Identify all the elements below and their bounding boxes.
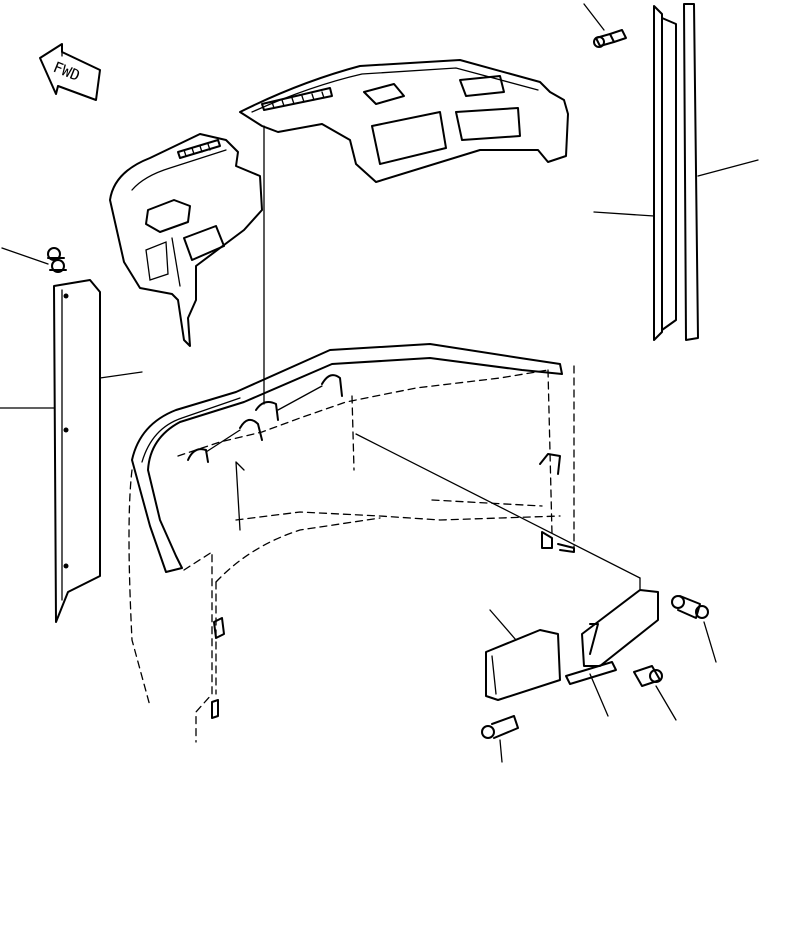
bolt-bottom <box>481 715 519 763</box>
left-upper-cover <box>109 133 263 347</box>
fwd-arrow: FWD <box>39 43 101 101</box>
right-bracket <box>581 577 659 667</box>
pin-rod <box>565 661 617 717</box>
right-upper-cover <box>239 59 569 183</box>
guide-line-diagonal <box>355 433 641 579</box>
top-bolt <box>583 3 627 48</box>
right-seal-strips <box>593 3 759 341</box>
cab-frame <box>128 343 575 743</box>
bolt-right-top <box>671 595 717 663</box>
bolt-right-lower <box>633 665 677 721</box>
left-bolt <box>1 247 67 273</box>
left-trim-panel <box>0 279 143 623</box>
small-bracket <box>485 609 561 701</box>
